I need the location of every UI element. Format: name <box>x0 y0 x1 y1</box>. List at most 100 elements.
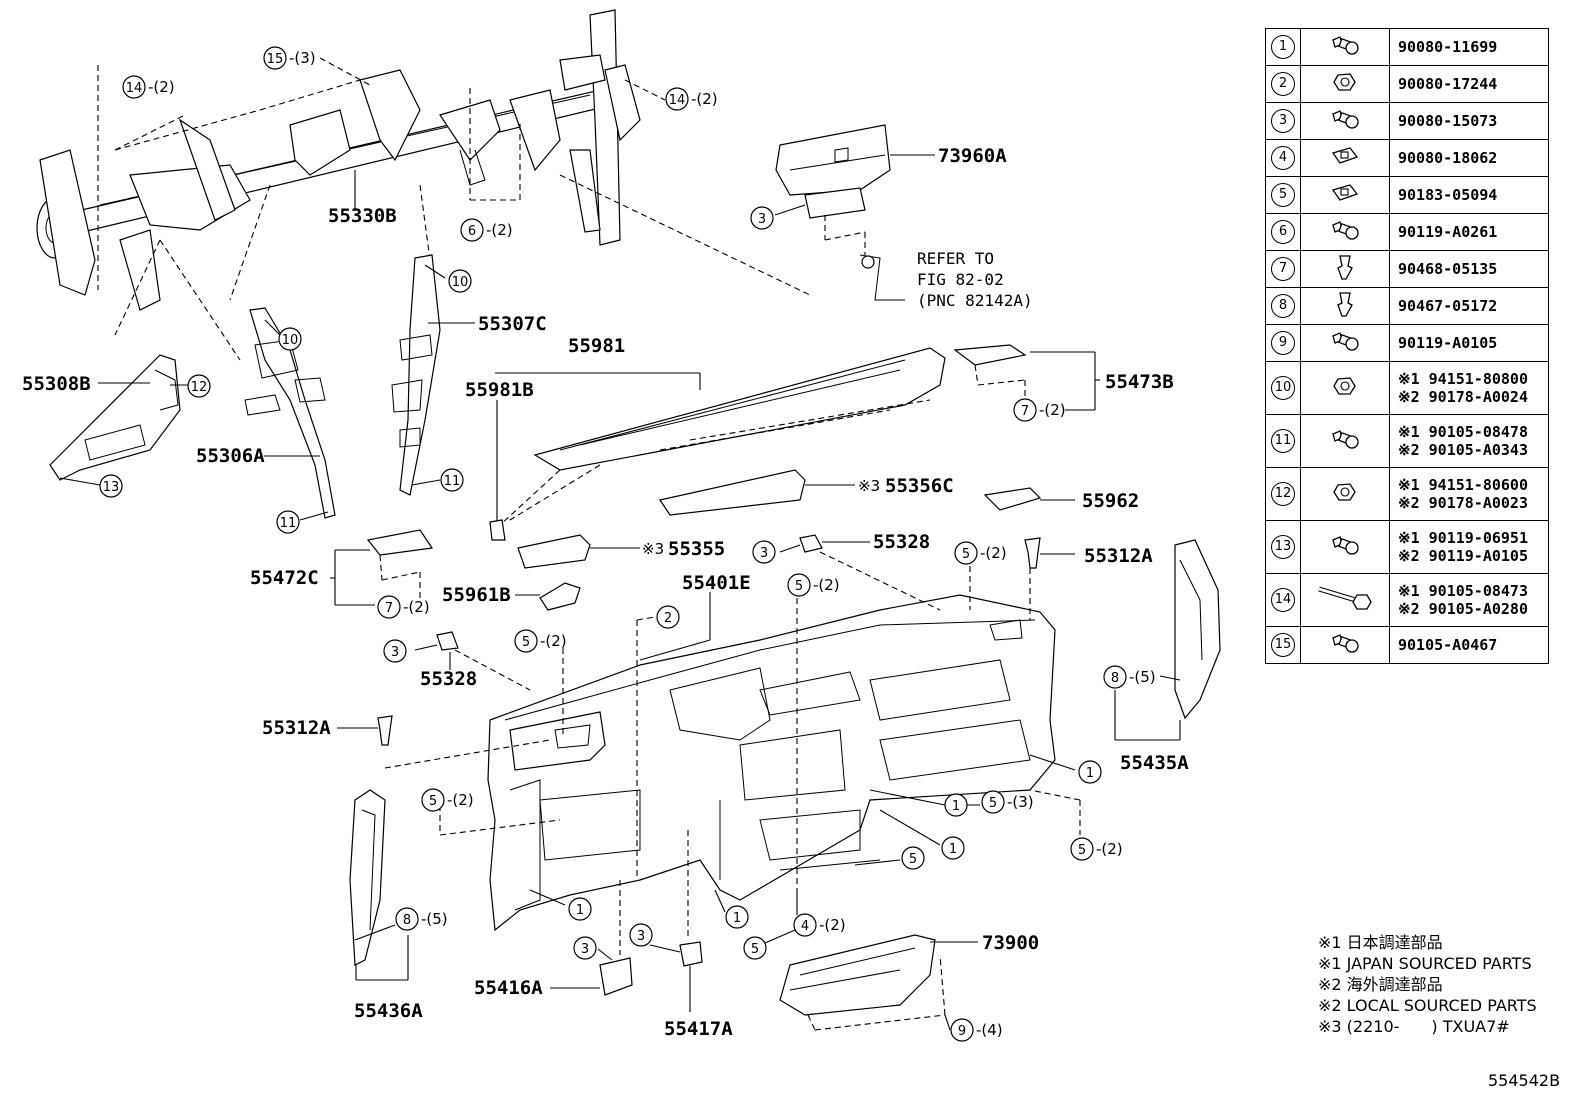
part-number-line: 90119-A0105 <box>1398 334 1498 352</box>
callout-circle: 5 <box>1271 183 1295 207</box>
fastener-part-number: 90080-15073 <box>1389 102 1549 140</box>
label-55473B: 55473B <box>1105 371 1174 393</box>
label-55435A: 55435A <box>1120 752 1189 774</box>
svg-text:5: 5 <box>429 794 437 809</box>
fastener-number: 3 <box>1265 102 1301 140</box>
svg-text:1: 1 <box>576 903 584 918</box>
svg-text:13: 13 <box>103 480 120 495</box>
callout-circle: 15 <box>1271 633 1295 657</box>
lid-55473B <box>953 344 1100 411</box>
fastener-row: 14 ※1 90105-08473※2 90105-A0280 <box>1265 573 1549 627</box>
small-panels <box>330 469 1075 670</box>
label-55472C: 55472C <box>250 567 319 589</box>
callout-circle: 11 <box>1271 429 1295 453</box>
svg-text:11: 11 <box>280 516 297 531</box>
fastener-row: 2 90080-17244 <box>1265 65 1549 103</box>
fastener-part-number: 90467-05172 <box>1389 287 1549 325</box>
fastener-number: 6 <box>1265 213 1301 251</box>
svg-text:7: 7 <box>385 601 393 616</box>
fastener-part-number: ※1 90105-08473※2 90105-A0280 <box>1389 573 1549 627</box>
svg-text:5: 5 <box>522 635 530 650</box>
note-line: ※2 海外調達部品 <box>1318 975 1443 994</box>
fastener-part-number: 90080-18062 <box>1389 139 1549 177</box>
fastener-part-number: 90105-A0467 <box>1389 626 1549 664</box>
fastener-number: 15 <box>1265 626 1301 664</box>
svg-text:-(2): -(2) <box>403 598 430 616</box>
side-panel-55435A <box>1114 539 1221 741</box>
svg-text:5: 5 <box>795 579 803 594</box>
fastener-number: 14 <box>1265 573 1301 627</box>
bracket-55417A <box>649 941 703 1012</box>
instrument-panel <box>487 592 1056 932</box>
fastener-number: 10 <box>1265 361 1301 415</box>
fastener-part-number: 90080-17244 <box>1389 65 1549 103</box>
part-number-line: 90080-18062 <box>1398 149 1498 167</box>
glove-box <box>779 934 978 1031</box>
callout-circle: 4 <box>1271 146 1295 170</box>
label-55330B: 55330B <box>328 205 397 227</box>
bracket-55416A <box>550 957 633 996</box>
sourcing-notes: ※1 日本調達部品 ※1 JAPAN SOURCED PARTS ※2 海外調達… <box>1318 932 1578 1037</box>
svg-text:3: 3 <box>581 942 589 957</box>
svg-text:3: 3 <box>760 546 768 561</box>
svg-text:-(3): -(3) <box>289 49 316 67</box>
bolt-icon <box>1300 324 1390 362</box>
svg-text:11: 11 <box>444 474 461 489</box>
label-55355: 55355 <box>668 538 725 560</box>
fastener-row: 5 90183-05094 <box>1265 176 1549 214</box>
side-panel-55436A <box>349 789 409 981</box>
svg-text:-(4): -(4) <box>976 1021 1003 1039</box>
bolt-icon <box>1300 28 1390 66</box>
svg-text:3: 3 <box>758 212 766 227</box>
fastener-row: 3 90080-15073 <box>1265 102 1549 140</box>
figure-id: 554542B <box>1488 1071 1561 1090</box>
part-number-line: 90467-05172 <box>1398 297 1498 315</box>
part-number-line: ※2 90105-A0343 <box>1398 441 1528 459</box>
parts-diagram: 15 14 14 6 3 10 10 12 13 11 11 7 7 3 5 5… <box>22 9 1221 1042</box>
fastener-part-number: ※1 90105-08478※2 90105-A0343 <box>1389 414 1549 468</box>
fastener-number: 12 <box>1265 467 1301 521</box>
part-number-line: 90468-05135 <box>1398 260 1498 278</box>
label-55981: 55981 <box>568 335 625 357</box>
part-number-line: ※2 90105-A0280 <box>1398 600 1528 618</box>
svg-text:4: 4 <box>801 919 809 934</box>
note-line: ※1 日本調達部品 <box>1318 933 1443 952</box>
svg-text:1: 1 <box>949 842 957 857</box>
fastener-part-number: 90080-11699 <box>1389 28 1549 66</box>
clip-icon <box>1300 287 1390 325</box>
callout-circle: 8 <box>1271 294 1295 318</box>
note-line: ※1 JAPAN SOURCED PARTS <box>1318 954 1532 973</box>
fastener-row: 13※1 90119-06951※2 90119-A0105 <box>1265 520 1549 574</box>
svg-text:3: 3 <box>391 645 399 660</box>
bolt-icon <box>1300 520 1390 574</box>
refer-note: REFER TO FIG 82-02 (PNC 82142A) <box>917 249 1033 310</box>
fastener-row: 9 90119-A0105 <box>1265 324 1549 362</box>
callout-circle: 13 <box>1271 535 1295 559</box>
quantities: -(3) -(2) -(2) -(2) -(2) -(2) -(2) -(2) … <box>148 49 1156 1039</box>
bracket-55308B <box>49 354 188 486</box>
svg-text:14: 14 <box>669 93 686 108</box>
part-number-line: ※2 90178-A0024 <box>1398 388 1528 406</box>
fastener-part-number: 90468-05135 <box>1389 250 1549 288</box>
fastener-part-number: 90119-A0105 <box>1389 324 1549 362</box>
svg-text:5: 5 <box>962 547 970 562</box>
label-55417A: 55417A <box>664 1018 733 1040</box>
part-number-line: ※1 94151-80800 <box>1398 370 1528 388</box>
fastener-part-number: 90183-05094 <box>1389 176 1549 214</box>
fastener-part-number: ※1 94151-80800※2 90178-A0024 <box>1389 361 1549 415</box>
part-number-line: 90105-A0467 <box>1398 636 1498 654</box>
passenger-airbag <box>774 124 935 301</box>
callout-circle: 7 <box>1271 257 1295 281</box>
fastener-number: 1 <box>1265 28 1301 66</box>
bolt-icon <box>1300 102 1390 140</box>
label-55306A: 55306A <box>196 445 265 467</box>
fastener-row: 15 90105-A0467 <box>1265 626 1549 664</box>
svg-text:2: 2 <box>664 611 672 626</box>
callout-circle: 1 <box>1271 35 1295 59</box>
bracket-55307C <box>391 254 475 496</box>
fastener-number: 9 <box>1265 324 1301 362</box>
fastener-row: 7 90468-05135 <box>1265 250 1549 288</box>
part-number-line: 90119-A0261 <box>1398 223 1498 241</box>
callout-circle: 2 <box>1271 72 1295 96</box>
svg-text:5: 5 <box>751 942 759 957</box>
